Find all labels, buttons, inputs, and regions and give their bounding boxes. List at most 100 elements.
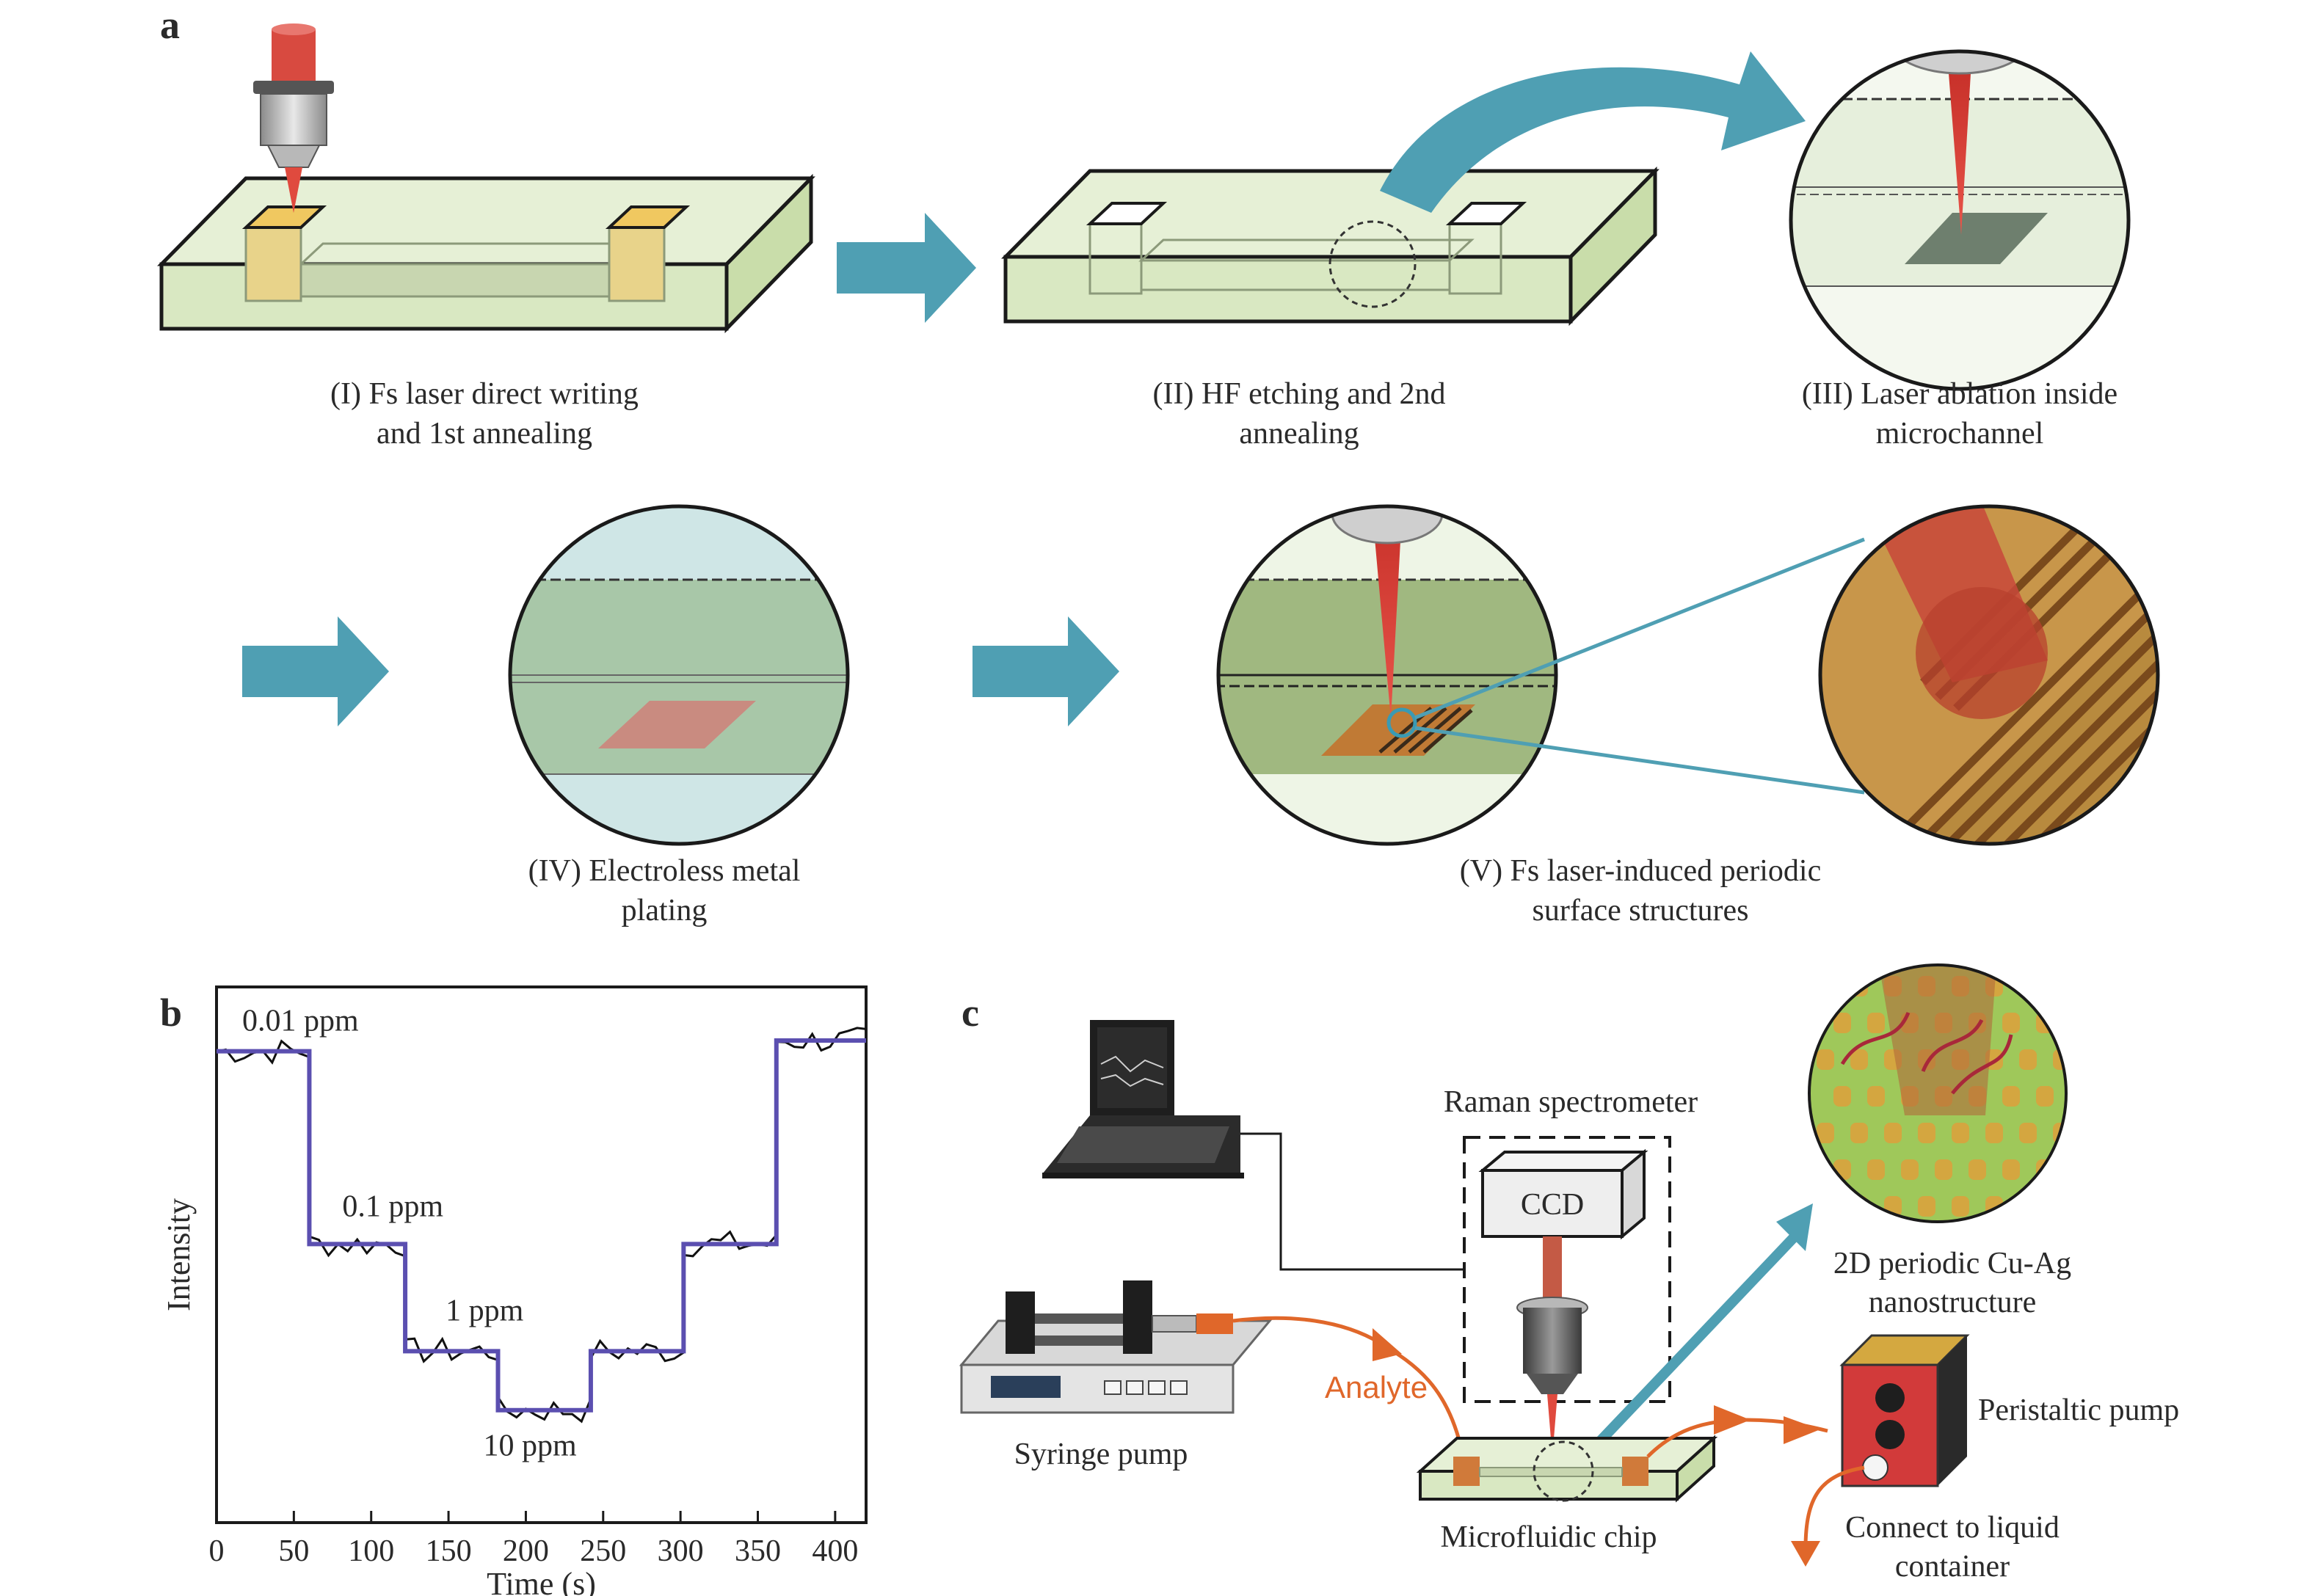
caption-step-4-line2: plating	[622, 894, 708, 928]
concentration-label: 0.1 ppm	[342, 1189, 443, 1223]
nanostructure-dot	[1817, 1049, 1834, 1070]
nanostructure-dot	[1901, 1159, 1919, 1180]
x-tick-label: 350	[735, 1534, 781, 1568]
nanostructure-label-line2: nanostructure	[1869, 1286, 2037, 1319]
zoom-arrow-head	[1776, 1203, 1813, 1251]
raman-beam	[1543, 1236, 1562, 1302]
caption-step-3-line2: microchannel	[1876, 417, 2044, 451]
ccd-camera-icon	[1478, 1148, 1648, 1240]
nanostructure-dot	[2070, 1013, 2087, 1033]
process-arrow-3	[973, 616, 1119, 726]
nanostructure-dot	[1867, 1086, 1885, 1107]
nanostructure-dot	[1884, 1123, 1902, 1143]
nanostructure-dot	[1817, 1123, 1834, 1143]
nanostructure-dot	[1833, 1013, 1851, 1033]
x-tick-label: 250	[580, 1534, 626, 1568]
x-tick-label: 400	[812, 1534, 858, 1568]
nanostructure-dot	[2053, 1196, 2066, 1217]
syringe-pump-label: Syringe pump	[1014, 1438, 1188, 1471]
nanostructure-dot	[2053, 976, 2066, 996]
analyte-flow-arrow	[1373, 1328, 1402, 1361]
peristaltic-pump-label: Peristaltic pump	[1978, 1393, 2179, 1427]
outlet-arrow-1	[1714, 1405, 1751, 1435]
caption-step-5-line1: (V) Fs laser-induced periodic	[1460, 854, 1822, 888]
x-tick-label: 200	[503, 1534, 549, 1568]
nanostructure-dot	[1867, 1159, 1885, 1180]
nanostructure-dot	[1918, 1123, 1935, 1143]
nanostructure-dot	[2070, 1159, 2087, 1180]
zoom-arrow-line	[1581, 1229, 1803, 1460]
concentration-label: 1 ppm	[446, 1294, 524, 1327]
concentration-label: 0.01 ppm	[242, 1005, 359, 1038]
nanostructure-dot	[1952, 1123, 1969, 1143]
caption-step-1-line1: (I) Fs laser direct writing	[330, 377, 639, 411]
caption-step-4-line1: (IV) Electroless metal	[528, 854, 801, 888]
outlet-arrow-2	[1784, 1416, 1820, 1444]
nanostructure-dot	[2070, 1086, 2087, 1107]
y-axis-label: Intensity	[161, 1198, 197, 1311]
zoom-circle-lipss	[1818, 504, 2160, 846]
x-tick-label: 150	[426, 1534, 472, 1568]
zoom-circle-step-5	[1216, 504, 1558, 846]
peristaltic-pump-icon	[1839, 1334, 1970, 1487]
nanostructure-dot	[1833, 1086, 1851, 1107]
nanostructure-dot	[2019, 1049, 2037, 1070]
step-fit-line	[217, 1038, 866, 1413]
objective-lens-icon-c	[1516, 1297, 1588, 1457]
drain-arrow	[1791, 1541, 1820, 1567]
nanostructure-dot	[1817, 976, 1834, 996]
nanostructure-dot	[1985, 1123, 2003, 1143]
nanostructure-circle	[1808, 963, 2087, 1223]
caption-step-1-line2: and 1st annealing	[377, 417, 592, 451]
caption-step-2-line1: (II) HF etching and 2nd	[1153, 377, 1446, 411]
nanostructure-dot	[1817, 1196, 1834, 1217]
process-arrow-1	[837, 213, 976, 323]
caption-step-2-line2: annealing	[1239, 417, 1359, 451]
nanostructure-dot	[2019, 976, 2037, 996]
zoom-circle-step-3	[1789, 49, 2131, 391]
raw-signal-trace	[216, 1027, 867, 1424]
curved-arrow-to-zoom	[1380, 51, 1806, 213]
chip-step-1	[157, 173, 815, 334]
nanostructure-dot	[2002, 1159, 2020, 1180]
caption-step-5-line2: surface structures	[1532, 894, 1748, 928]
zoom-line-bottom	[1414, 726, 1865, 795]
raman-spectrometer-label: Raman spectrometer	[1444, 1085, 1698, 1119]
laptop-icon	[1042, 1020, 1244, 1178]
microfluidic-chip-icon	[1416, 1435, 1718, 1503]
connect-label-line2: container	[1895, 1550, 2010, 1584]
nanostructure-label-line1: 2D periodic Cu-Ag	[1833, 1247, 2071, 1280]
panel-label-c: c	[961, 991, 979, 1035]
x-axis-label: Time (s)	[487, 1566, 596, 1596]
process-arrow-2	[242, 616, 389, 726]
zoom-region-marker	[1328, 220, 1417, 308]
raman-spectrometer-box	[1463, 1136, 1671, 1403]
x-tick-label: 0	[209, 1534, 225, 1568]
nanostructure-dot	[1867, 1013, 1885, 1033]
microfluidic-chip-label: Microfluidic chip	[1440, 1520, 1657, 1554]
x-tick-label: 100	[348, 1534, 394, 1568]
analyte-label: Analyte	[1325, 1370, 1428, 1404]
panel-label-a: a	[160, 3, 180, 47]
drain-tube	[1803, 1465, 1865, 1549]
nanostructure-dot	[1850, 1049, 1868, 1070]
objective-lens-icon	[253, 23, 334, 213]
nanostructure-dot	[2036, 1086, 2054, 1107]
panel-label-b: b	[160, 991, 182, 1035]
nanostructure-dot	[2002, 1086, 2020, 1107]
x-tick-label: 50	[278, 1534, 309, 1568]
zoom-circle-step-4	[508, 504, 850, 846]
data-cable	[1240, 1132, 1464, 1271]
concentration-label: 10 ppm	[484, 1429, 578, 1463]
chart-plot-frame	[215, 985, 868, 1524]
nanostructure-dot	[1918, 1196, 1935, 1217]
zoom-line-top	[1414, 537, 1865, 720]
caption-step-3-line1: (III) Laser ablation inside	[1802, 377, 2117, 411]
x-tick-label: 300	[658, 1534, 704, 1568]
nanostructure-dot	[1935, 1159, 1952, 1180]
nanostructure-dot	[1952, 1196, 1969, 1217]
chip-step-2	[1001, 166, 1660, 327]
nanostructure-dot	[2019, 1196, 2037, 1217]
